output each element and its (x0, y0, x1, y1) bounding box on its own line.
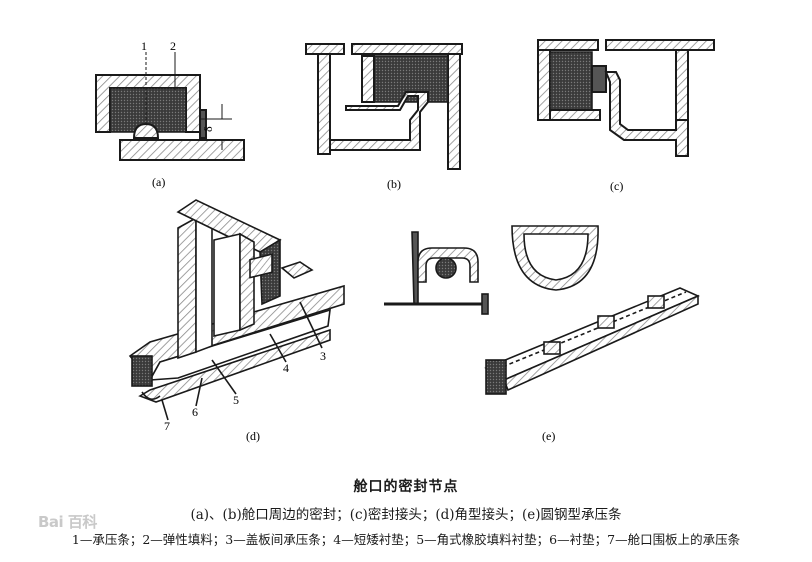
callout-2: 2 (170, 39, 176, 53)
baike-watermark: Bai 百科 (38, 513, 97, 531)
callout-1: 1 (141, 39, 147, 53)
callout-3: 3 (320, 349, 326, 363)
figure-subtitle: (a)、(b)舱口周边的密封；(c)密封接头；(d)角型接头；(e)圆钢型承压条 (190, 507, 622, 523)
panel-e-label: (e) (542, 429, 555, 443)
panel-c-drawing (537, 39, 715, 157)
figure-legend: 1—承压条；2—弹性填料；3—盖板间承压条；4—短矮衬垫；5—角式橡胶填料衬垫；… (71, 532, 741, 547)
panel-a-label: (a) (152, 175, 165, 189)
callout-7: 7 (164, 419, 170, 433)
panel-a-drawing (95, 52, 245, 161)
panel-d-drawing (128, 199, 345, 421)
callout-5: 5 (233, 393, 239, 407)
panel-b-label: (b) (387, 177, 401, 191)
panel-b-drawing (305, 43, 463, 170)
callout-6: 6 (192, 405, 198, 419)
panel-e-drawing (384, 225, 700, 395)
figure-title: 舱口的密封节点 (353, 479, 459, 495)
panel-d-label: (d) (246, 429, 260, 443)
panel-c-label: (c) (610, 179, 623, 193)
callout-4: 4 (283, 361, 289, 375)
gap-delta-symbol: δ (201, 126, 215, 132)
